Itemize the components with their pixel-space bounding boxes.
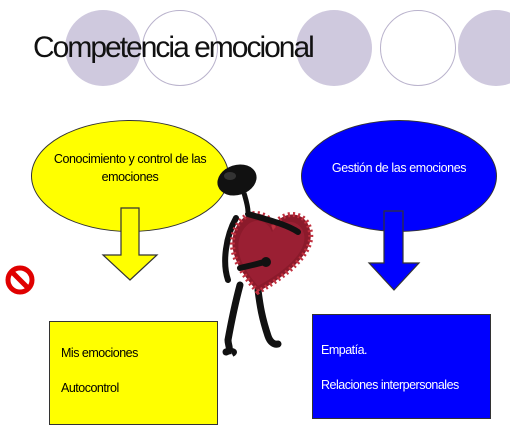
decor-circle-1 [65, 10, 141, 86]
box-line-relaciones: Relaciones interpersonales [321, 378, 459, 392]
slide-title: Competencia emocional [33, 31, 315, 64]
box-line-mis-emociones: Mis emociones [61, 346, 138, 360]
box-line-empatia: Empatía. [321, 343, 368, 357]
emotion-management-label: Gestión de las emociones [331, 160, 467, 175]
decor-circle-4 [380, 10, 456, 86]
decor-circle-2 [142, 10, 218, 86]
decor-circle-3 [296, 10, 372, 86]
empathy-box: Empatía. Relaciones interpersonales [312, 314, 491, 419]
prohibited-icon [5, 265, 35, 295]
box-line-autocontrol: Autocontrol [61, 381, 119, 395]
knowledge-control-label: Conocimiento y control de las emociones [53, 151, 207, 184]
my-emotions-box: Mis emociones Autocontrol [49, 321, 218, 425]
